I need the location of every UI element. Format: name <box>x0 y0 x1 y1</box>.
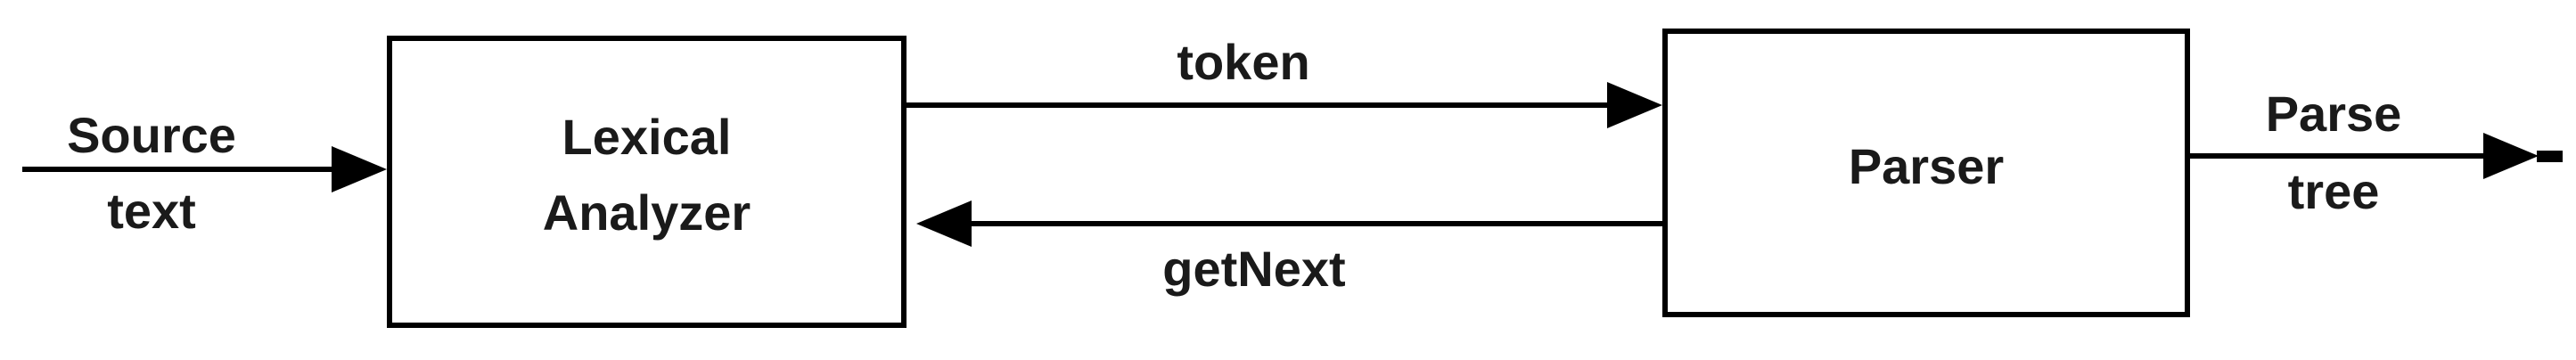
lexical-analyzer-label-line2: Analyzer <box>542 184 751 241</box>
lexical-analyzer-box: Lexical Analyzer <box>387 36 907 328</box>
getnext-label: getNext <box>1162 241 1346 297</box>
token-arrow-line <box>907 102 1615 108</box>
token-arrowhead-right-icon <box>1607 82 1662 128</box>
source-arrow-line <box>22 167 339 172</box>
parsetree-arrow-line <box>2188 153 2487 159</box>
token-label: token <box>1177 34 1310 90</box>
source-arrowhead-right-icon <box>332 146 387 192</box>
lexical-analyzer-label-line1: Lexical <box>562 109 732 165</box>
parsetree-arrowhead-right-icon <box>2483 133 2539 179</box>
parse-label-line1: Parse <box>2265 86 2402 142</box>
getnext-arrowhead-left-icon <box>916 200 972 247</box>
parser-box: Parser <box>1662 29 2190 317</box>
parsetree-arrow-tip-stub <box>2537 151 2563 162</box>
parse-label-line2: tree <box>2287 163 2380 219</box>
parser-label: Parser <box>1848 137 2005 194</box>
getnext-arrow-line <box>968 221 1664 226</box>
source-label-line2: text <box>107 183 196 239</box>
source-label-line1: Source <box>67 107 236 163</box>
